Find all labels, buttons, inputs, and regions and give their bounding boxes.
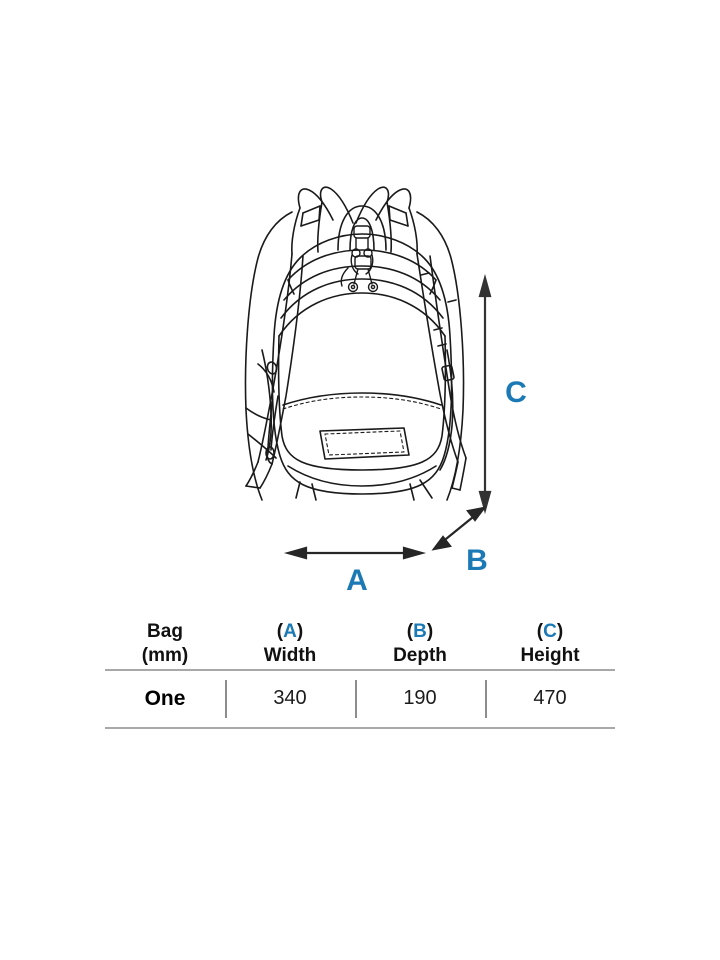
column-header-height: (C) Height	[485, 620, 615, 670]
size-table: Bag (mm) (A) Width (B) Depth	[105, 620, 615, 729]
letter-a: A	[283, 621, 297, 642]
dimension-label-c: C	[505, 376, 527, 409]
column-header-depth: (B) Depth	[355, 620, 485, 670]
column-header-depth-code: (B)	[355, 620, 485, 644]
backpack-drawing	[244, 186, 467, 501]
dimension-label-b: B	[466, 544, 488, 577]
column-header-bag-line2: (mm)	[141, 645, 189, 667]
letter-c: C	[543, 621, 557, 642]
size-table-container: Bag (mm) (A) Width (B) Depth	[105, 620, 615, 729]
dimension-arrow-a	[283, 546, 427, 560]
column-header-width-code: (A)	[225, 620, 355, 644]
paren-open-a: (	[276, 621, 284, 642]
paren-open-b: (	[406, 621, 414, 642]
backpack-illustration: C B A	[0, 150, 720, 610]
column-header-height-label: Height	[520, 645, 580, 667]
cell-height-value: 470	[485, 670, 615, 728]
dimension-arrow-b	[431, 506, 487, 551]
cell-size-name: One	[144, 686, 186, 710]
column-header-width: (A) Width	[225, 620, 355, 670]
table-header-row: Bag (mm) (A) Width (B) Depth	[105, 620, 615, 670]
table-header: Bag (mm) (A) Width (B) Depth	[105, 620, 615, 670]
letter-b: B	[413, 621, 427, 642]
paren-close-a: )	[296, 621, 304, 642]
column-header-bag-line1: Bag	[147, 621, 183, 642]
dimension-label-a: A	[346, 564, 368, 597]
paren-close-b: )	[426, 621, 434, 642]
column-header-height-code: (C)	[485, 620, 615, 644]
column-header-width-label: Width	[263, 645, 317, 667]
table-body: One 340 190 470	[105, 669, 615, 728]
cell-width-value: 340	[225, 670, 355, 728]
paren-open-c: (	[536, 621, 544, 642]
dimension-arrow-c	[478, 273, 492, 515]
table-row: One 340 190 470	[105, 669, 615, 728]
column-header-depth-label: Depth	[393, 645, 447, 667]
paren-close-c: )	[556, 621, 564, 642]
cell-depth-value: 190	[355, 670, 485, 728]
column-header-bag: Bag (mm)	[105, 620, 225, 670]
